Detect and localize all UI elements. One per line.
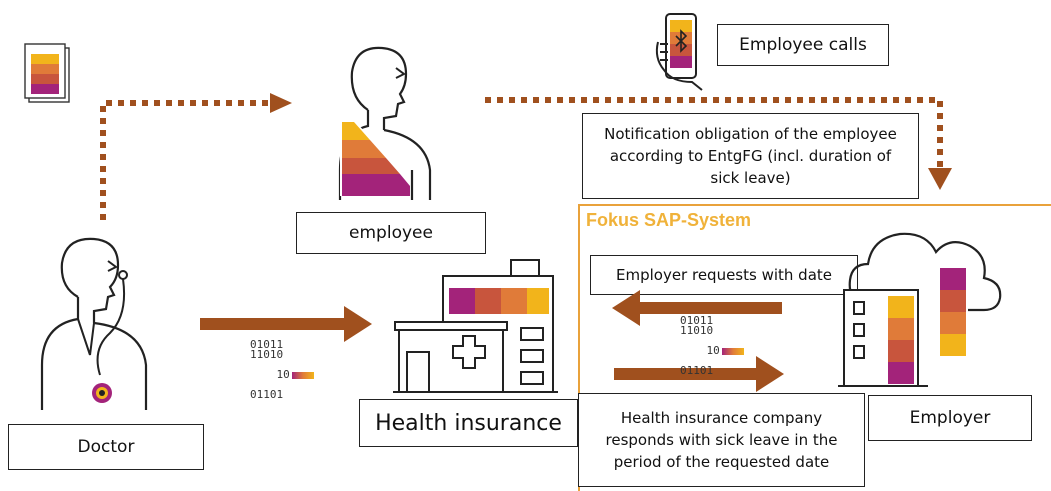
- binary-data-right: 01011 11010 10 01101: [680, 314, 744, 377]
- insurance-responds-box: Health insurance company responds with s…: [578, 393, 865, 487]
- binary-row: 11010: [680, 324, 714, 337]
- health-insurance-label: Health insurance: [359, 399, 578, 447]
- employee-calls-label: Employee calls: [717, 24, 889, 66]
- binary-row-text: 10: [276, 368, 290, 381]
- binary-color-bar: [291, 371, 314, 379]
- binary-color-bar: [721, 347, 744, 355]
- employee-icon: [330, 40, 440, 205]
- employer-requests-box: Employer requests with date: [590, 255, 858, 295]
- employee-label: employee: [296, 212, 486, 254]
- binary-row-text: 10: [706, 344, 720, 357]
- employer-building-cloud-icon: [838, 222, 1008, 392]
- binary-row: 01011: [680, 314, 714, 327]
- binary-row: 10: [680, 336, 744, 366]
- sap-system-title: Fokus SAP-System: [586, 210, 752, 230]
- phone-bluetooth-icon: [652, 12, 712, 92]
- binary-row: 01101: [250, 388, 284, 401]
- document-icon: [24, 43, 75, 106]
- doctor-icon: [30, 225, 170, 415]
- sap-system-frame: [578, 204, 1051, 491]
- binary-data-left: 01011 11010 10 01101: [250, 338, 314, 401]
- binary-row: 01101: [680, 364, 714, 377]
- notification-obligation-box: Notification obligation of the employee …: [582, 113, 919, 199]
- binary-row: 11010: [250, 348, 284, 361]
- hospital-icon: [393, 256, 558, 396]
- binary-row: 01011: [250, 338, 284, 351]
- employer-label: Employer: [868, 395, 1032, 441]
- doctor-label: Doctor: [8, 424, 204, 470]
- binary-row: 10: [250, 360, 314, 390]
